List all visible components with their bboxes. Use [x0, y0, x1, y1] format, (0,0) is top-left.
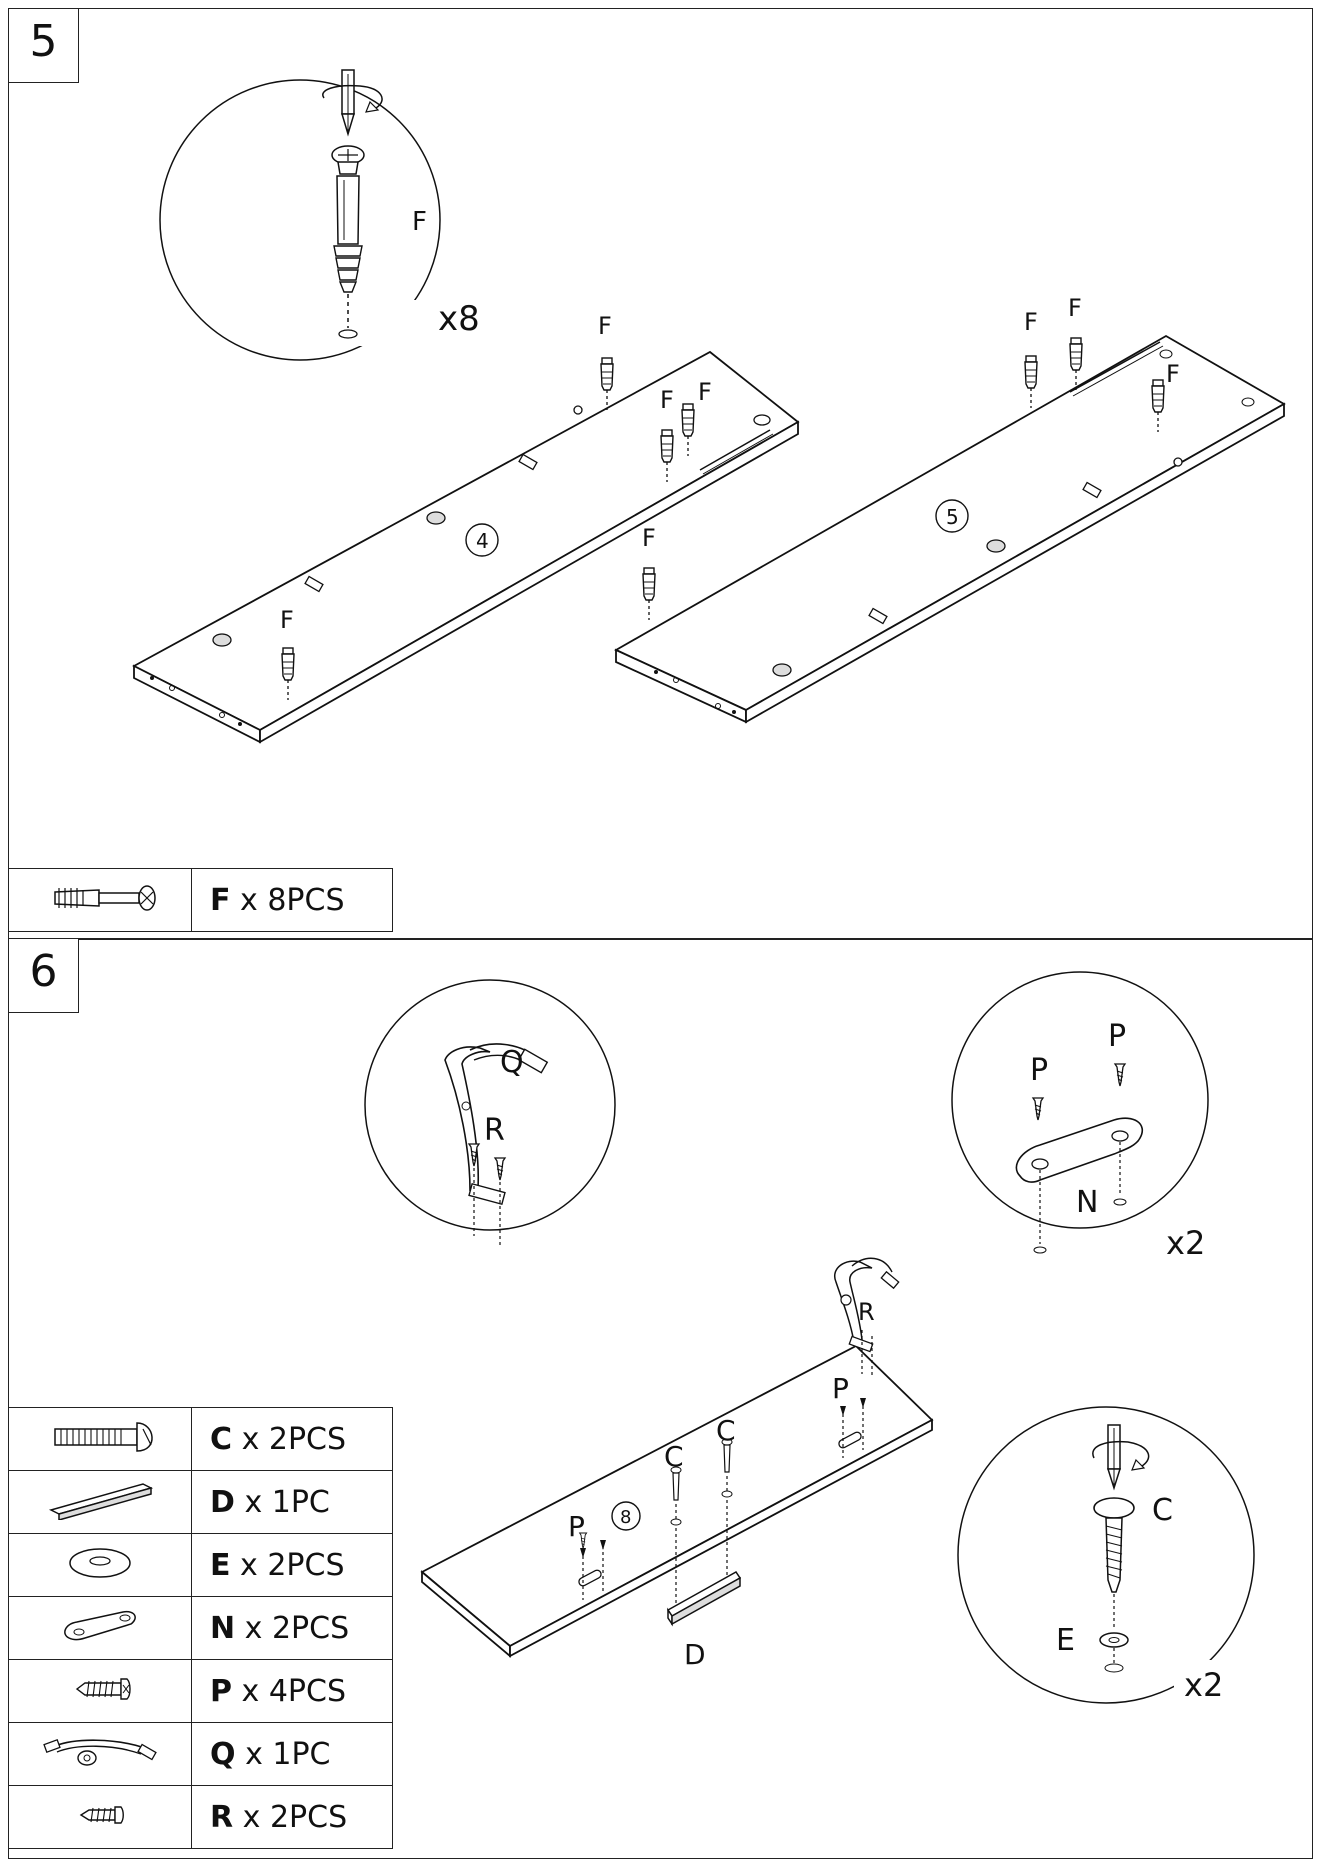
- bolt-icon: [8, 1407, 192, 1471]
- detail-n-count: x2: [1166, 1224, 1205, 1262]
- fastener-f-label-4: F: [280, 606, 294, 634]
- detail-f-label: F: [412, 207, 427, 237]
- wood-strip-icon: [8, 1470, 192, 1534]
- step-6-number: 6: [9, 939, 79, 1013]
- cam-bolt-icon: [8, 868, 192, 932]
- fastener-f-label-3: F: [698, 378, 712, 406]
- step-5-number: 5: [9, 9, 79, 83]
- parts-qty-d: D x 1PC: [191, 1470, 393, 1534]
- parts-row-d: D x 1PC: [8, 1470, 393, 1534]
- step-5-panel: [8, 8, 1313, 940]
- board-p-label-2: P: [832, 1372, 849, 1405]
- parts-qty-r: R x 2PCS: [191, 1785, 393, 1849]
- board-4-label: 4: [476, 529, 489, 553]
- parts-qty-q: Q x 1PC: [191, 1722, 393, 1786]
- screw-icon: [8, 1659, 192, 1723]
- board-8-label: 8: [620, 1507, 631, 1528]
- parts-row-e: E x 2PCS: [8, 1533, 393, 1597]
- parts-row-c: C x 2PCS: [8, 1407, 393, 1471]
- step-6-panel: [8, 938, 1313, 1859]
- detail-c-count: x2: [1184, 1666, 1223, 1704]
- fastener-f-label-7: F: [1166, 360, 1180, 388]
- fastener-f-label-2: F: [660, 386, 674, 414]
- detail-e-label: E: [1056, 1623, 1075, 1658]
- step-5-parts-table: F x 8PCS: [8, 868, 393, 932]
- detail-q-label: Q: [500, 1045, 524, 1080]
- small-screw-icon: [8, 1785, 192, 1849]
- board-d-label: D: [684, 1638, 706, 1671]
- board-c-label-1: C: [664, 1440, 684, 1473]
- hinge-stay-icon: [8, 1722, 192, 1786]
- detail-p-label-2: P: [1108, 1019, 1126, 1054]
- fastener-f-label-1: F: [598, 312, 612, 340]
- parts-qty-e: E x 2PCS: [191, 1533, 393, 1597]
- parts-row-f: F x 8PCS: [8, 868, 393, 932]
- parts-qty-p: P x 4PCS: [191, 1659, 393, 1723]
- detail-c-label: C: [1152, 1493, 1173, 1528]
- parts-row-r: R x 2PCS: [8, 1785, 393, 1849]
- washer-icon: [8, 1533, 192, 1597]
- step-6-parts-table: C x 2PCS D x 1PC E x 2PCS N x 2PCS: [8, 1407, 393, 1849]
- detail-n-label: N: [1076, 1185, 1098, 1220]
- board-c-label-2: C: [716, 1414, 736, 1447]
- fastener-f-label-8: F: [642, 524, 656, 552]
- parts-row-q: Q x 1PC: [8, 1722, 393, 1786]
- board-p-label-1: P: [568, 1510, 585, 1543]
- board-r-label: R: [858, 1298, 875, 1326]
- parts-qty-f: F x 8PCS: [191, 868, 393, 932]
- fastener-f-label-6: F: [1068, 294, 1082, 322]
- parts-qty-c: C x 2PCS: [191, 1407, 393, 1471]
- connector-plate-icon: [8, 1596, 192, 1660]
- parts-row-p: P x 4PCS: [8, 1659, 393, 1723]
- parts-qty-n: N x 2PCS: [191, 1596, 393, 1660]
- parts-row-n: N x 2PCS: [8, 1596, 393, 1660]
- fastener-f-label-5: F: [1024, 308, 1038, 336]
- detail-r-label: R: [484, 1113, 505, 1148]
- detail-p-label-1: P: [1030, 1053, 1048, 1088]
- board-5-label: 5: [946, 505, 959, 529]
- detail-count: x8: [438, 299, 480, 339]
